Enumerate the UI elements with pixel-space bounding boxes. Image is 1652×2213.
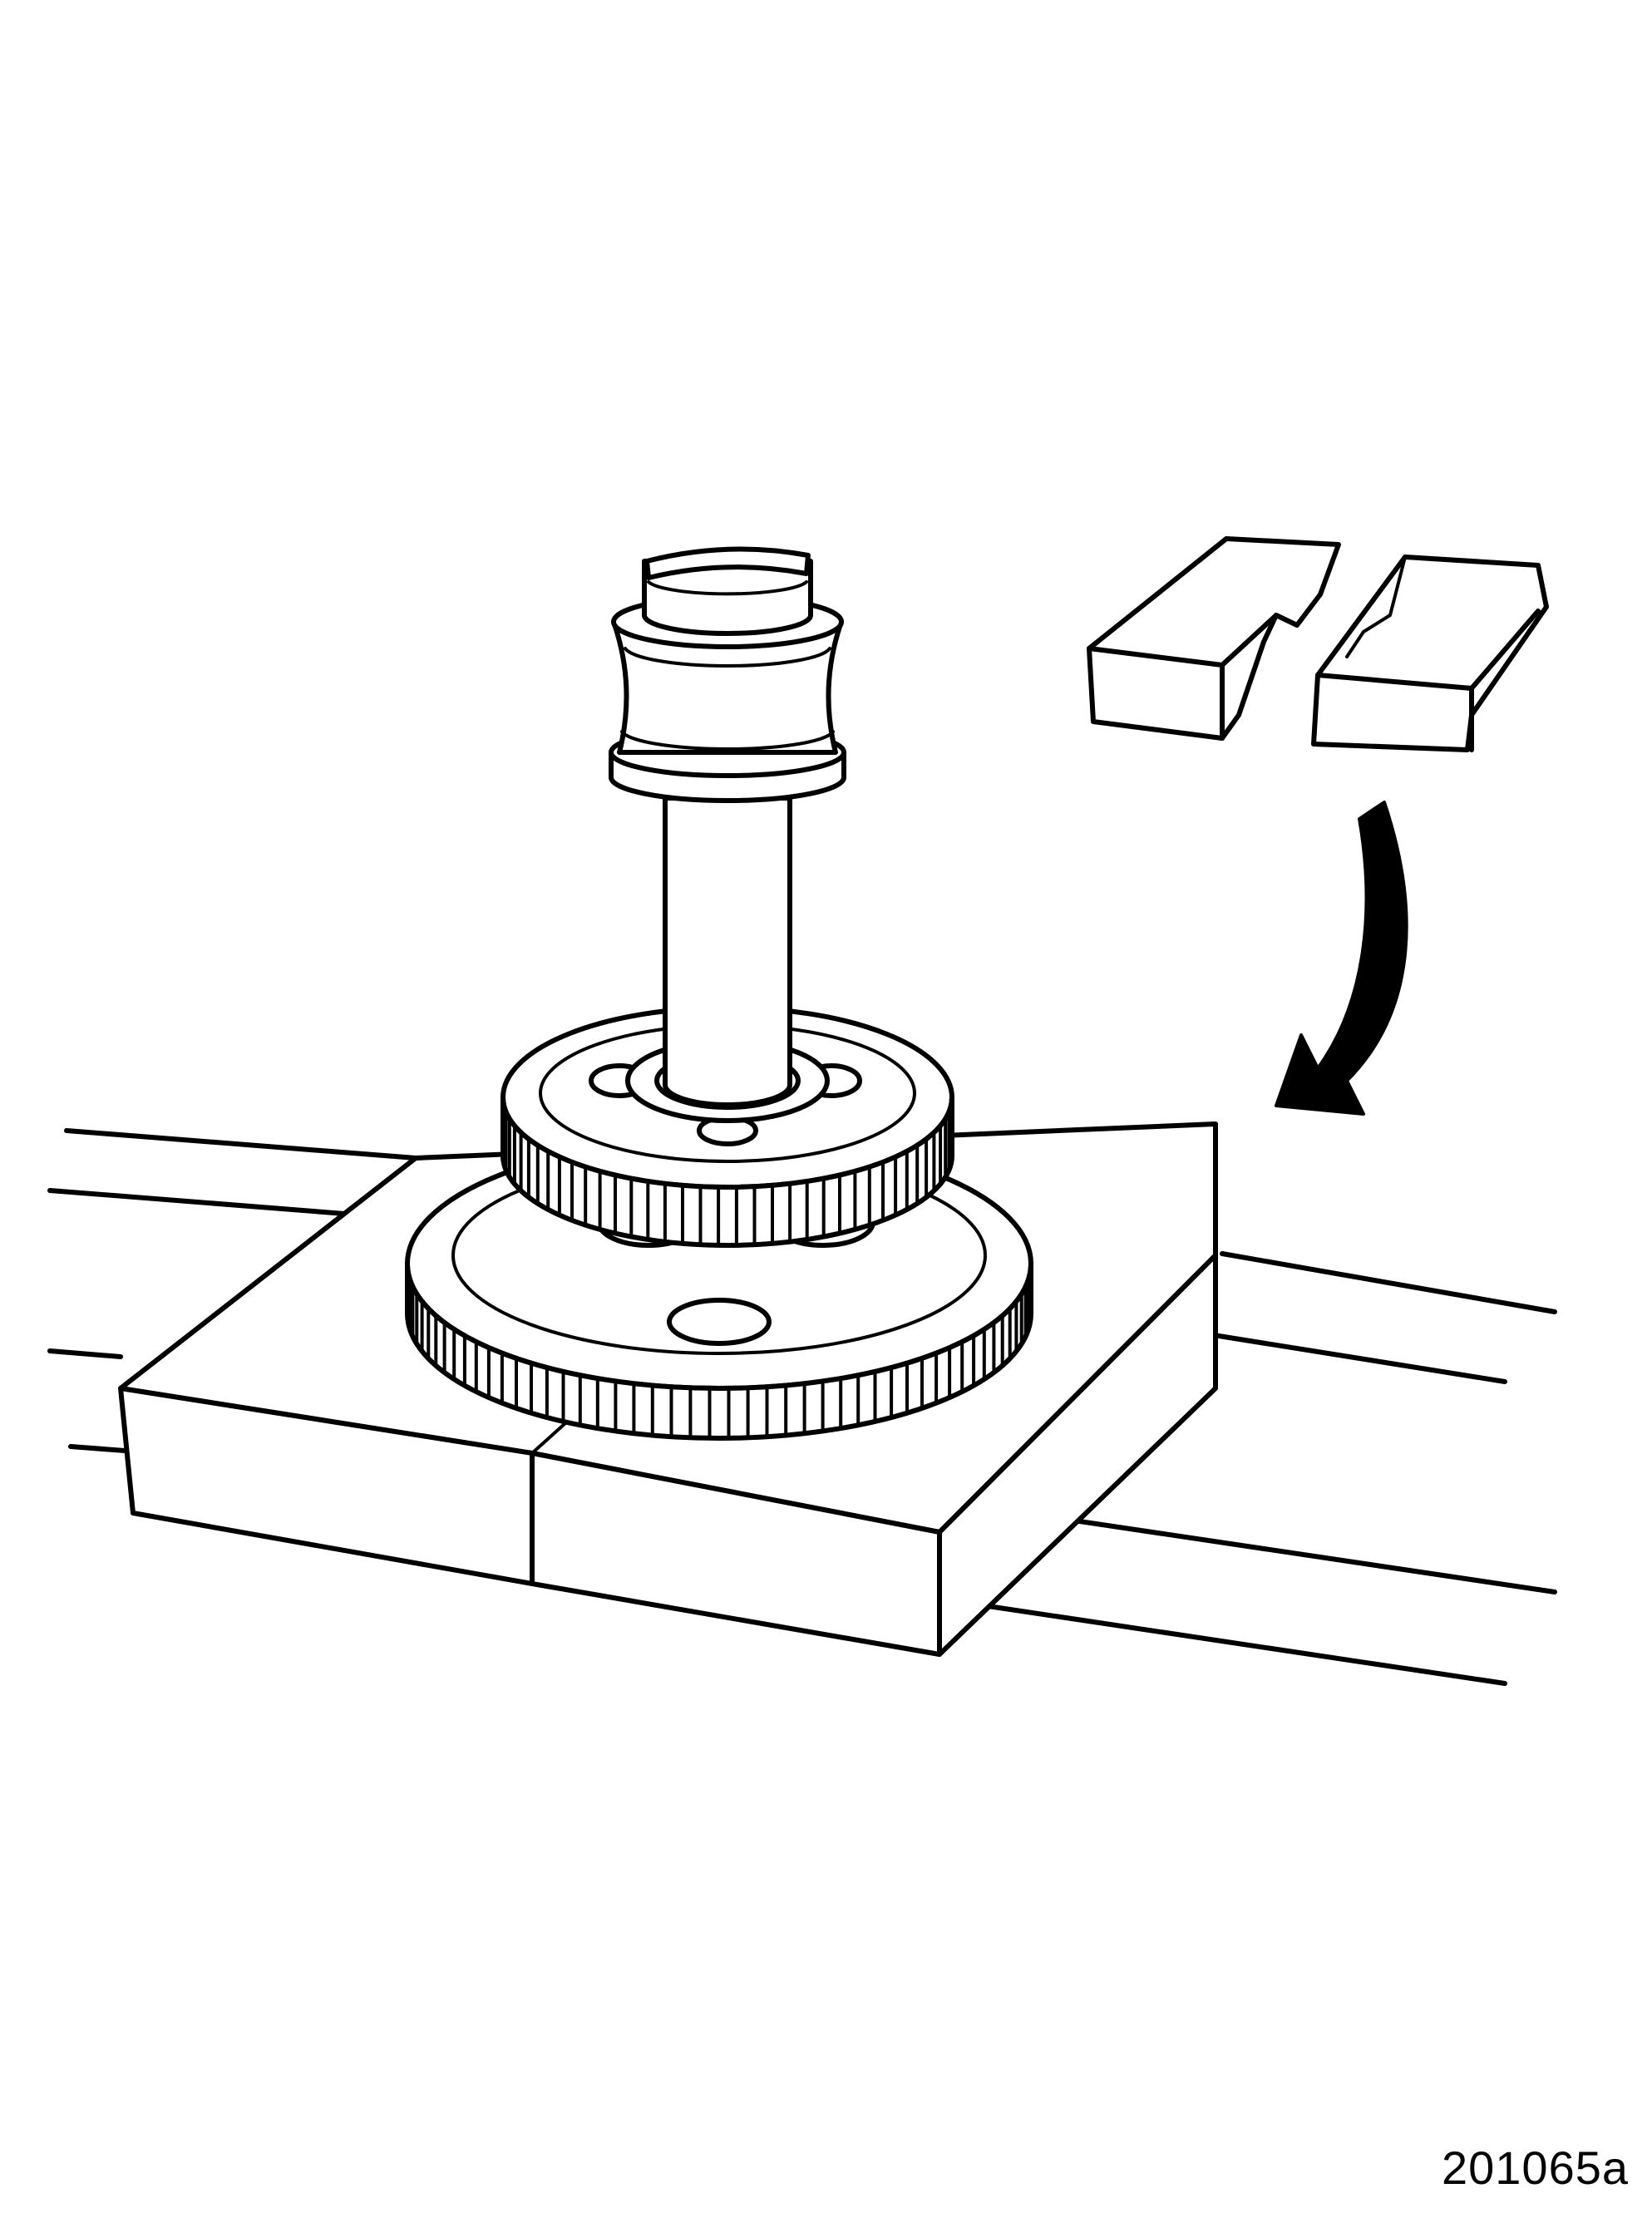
spare-blocks xyxy=(1087,536,1549,752)
curved-arrow-icon xyxy=(1275,801,1408,1116)
press-tool xyxy=(609,546,846,1107)
bench-rails xyxy=(47,1128,1557,1686)
figure-id-label: 201065a xyxy=(1441,2142,1629,2194)
